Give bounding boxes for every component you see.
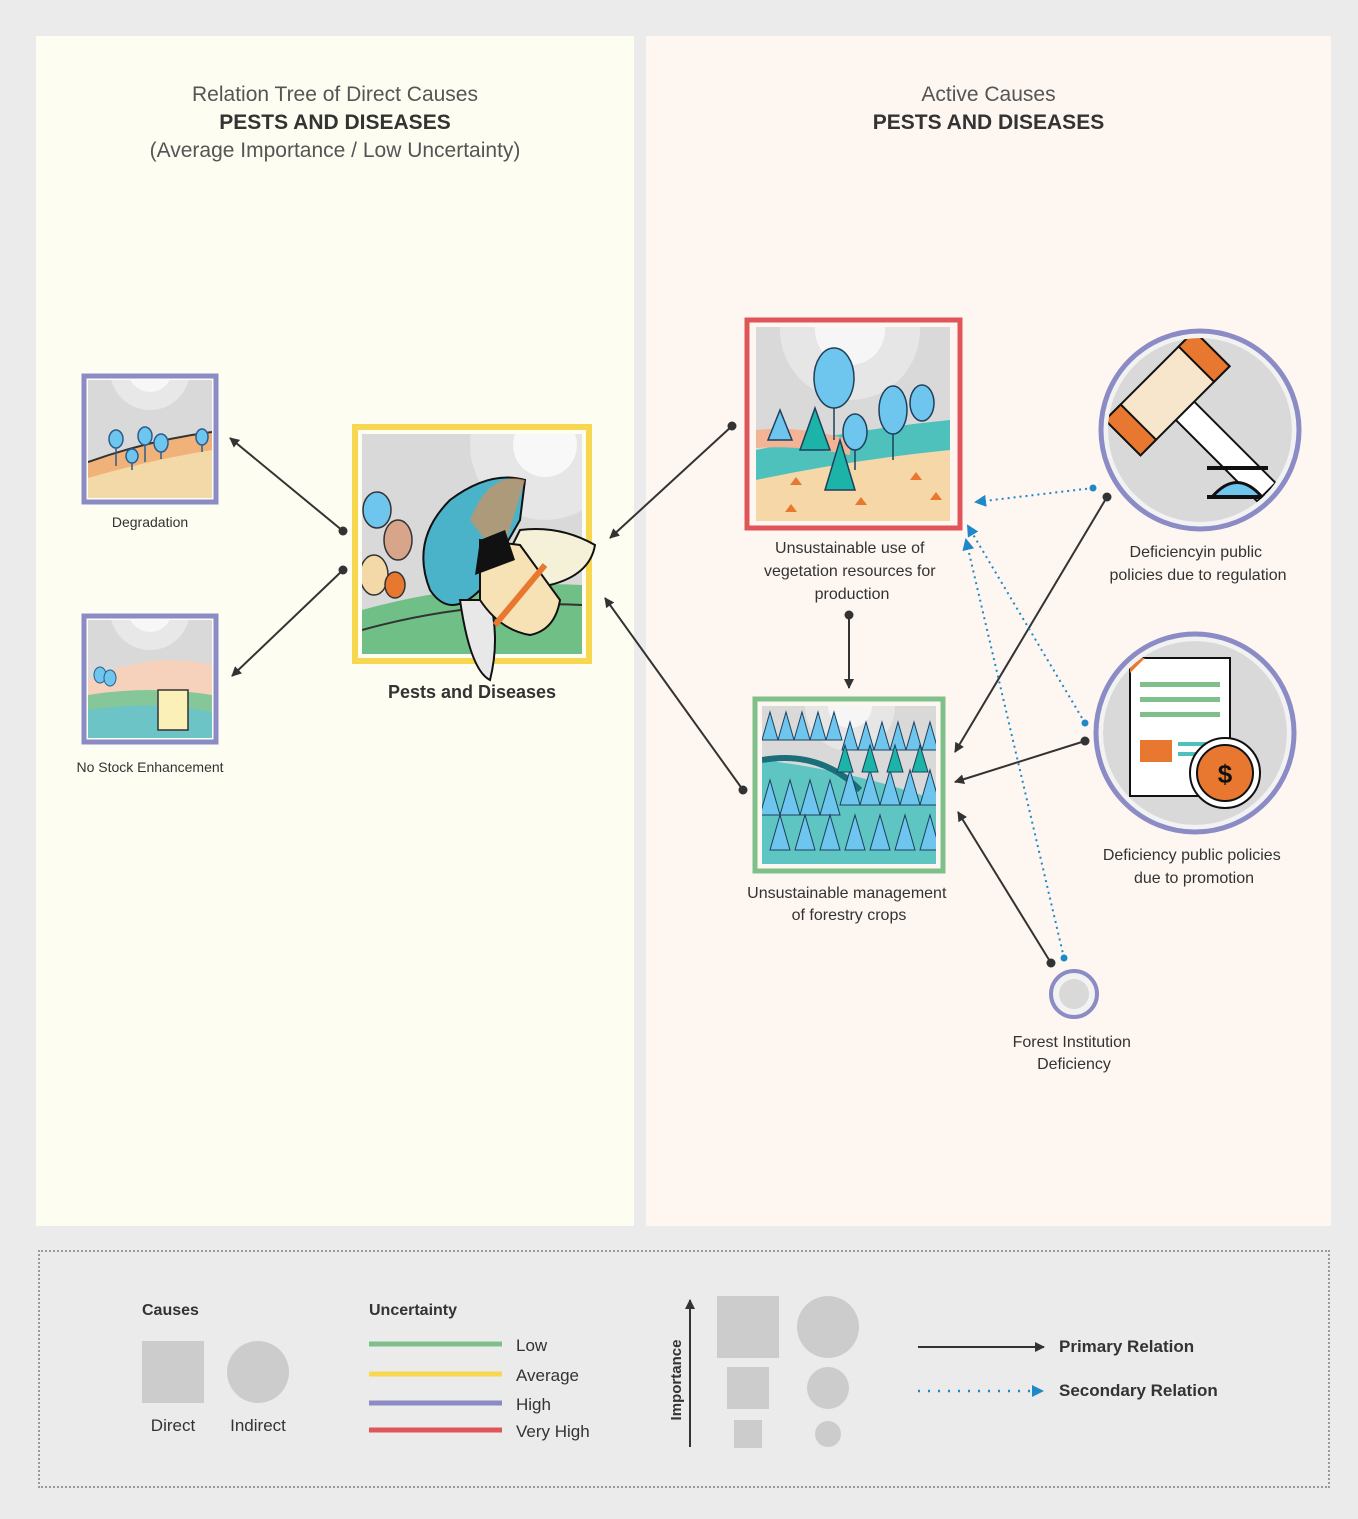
regulation-label: Deficiencyin public policies due to regu… <box>1109 544 1286 584</box>
secondary-regulation-to-use <box>974 487 1094 507</box>
unsustainable-mgmt-label-line2: of forestry crops <box>792 907 907 924</box>
degradation-node[interactable] <box>81 330 219 505</box>
regulation-node[interactable] <box>1098 328 1311 537</box>
regulation-label-line1: Deficiencyin public <box>1130 544 1263 561</box>
arrow-use-to-pests <box>609 425 733 539</box>
unsustainable-mgmt-label-line1: Unsustainable management <box>747 885 947 902</box>
left-heading-title: Relation Tree of Direct Causes <box>192 83 478 106</box>
secondary-promotion-to-use <box>966 524 1086 724</box>
arrow-institution-to-mgmt <box>957 811 1052 964</box>
promotion-label-line1: Deficiency public policies <box>1103 847 1281 864</box>
unsustainable-use-label-line2: vegetation resources for <box>764 563 936 580</box>
institution-node[interactable] <box>1049 969 1099 1019</box>
unsustainable-use-node[interactable] <box>744 260 963 531</box>
institution-label-line1: Forest Institution <box>1013 1034 1131 1051</box>
unsustainable-mgmt-label: Unsustainable management of forestry cro… <box>747 885 951 924</box>
left-heading-subject: PESTS AND DISEASES <box>219 111 451 134</box>
institution-label-line2: Deficiency <box>1037 1056 1111 1073</box>
arrow-pests-to-degradation <box>229 437 344 532</box>
secondary-arrows <box>962 487 1094 959</box>
right-heading-subject: PESTS AND DISEASES <box>872 111 1105 134</box>
no-stock-label: No Stock Enhancement <box>76 759 223 775</box>
arrow-promotion-to-mgmt <box>954 740 1086 785</box>
arrow-regulation-to-mgmt <box>954 496 1108 753</box>
dollar-icon: $ <box>1218 759 1233 789</box>
pests-node[interactable] <box>352 370 620 682</box>
pests-label: Pests and Diseases <box>388 682 556 702</box>
primary-arrows <box>229 421 1112 968</box>
right-heading-title: Active Causes <box>921 83 1056 106</box>
secondary-institution-to-use <box>962 538 1065 959</box>
left-heading-note: (Average Importance / Low Uncertainty) <box>149 139 521 162</box>
right-panel <box>646 36 1331 1226</box>
unsustainable-use-label-line1: Unsustainable use of <box>775 540 925 557</box>
institution-label: Forest Institution Deficiency <box>1013 1034 1136 1073</box>
left-heading: Relation Tree of Direct Causes PESTS AND… <box>36 81 634 165</box>
unsustainable-mgmt-node[interactable] <box>752 661 946 874</box>
regulation-label-line2: policies due to regulation <box>1109 567 1286 584</box>
right-heading: Active Causes PESTS AND DISEASES <box>646 81 1331 137</box>
promotion-label-line2: due to promotion <box>1134 870 1254 887</box>
unsustainable-use-label: Unsustainable use of vegetation resource… <box>764 540 940 603</box>
arrow-pests-to-nostock <box>231 569 344 677</box>
unsustainable-use-label-line3: production <box>815 586 890 603</box>
legend <box>38 1250 1330 1488</box>
no-stock-node[interactable] <box>81 570 219 745</box>
promotion-label: Deficiency public policies due to promot… <box>1103 847 1285 887</box>
degradation-label: Degradation <box>112 514 188 530</box>
arrow-mgmt-to-pests <box>604 597 744 791</box>
promotion-node[interactable]: $ <box>1093 631 1297 835</box>
